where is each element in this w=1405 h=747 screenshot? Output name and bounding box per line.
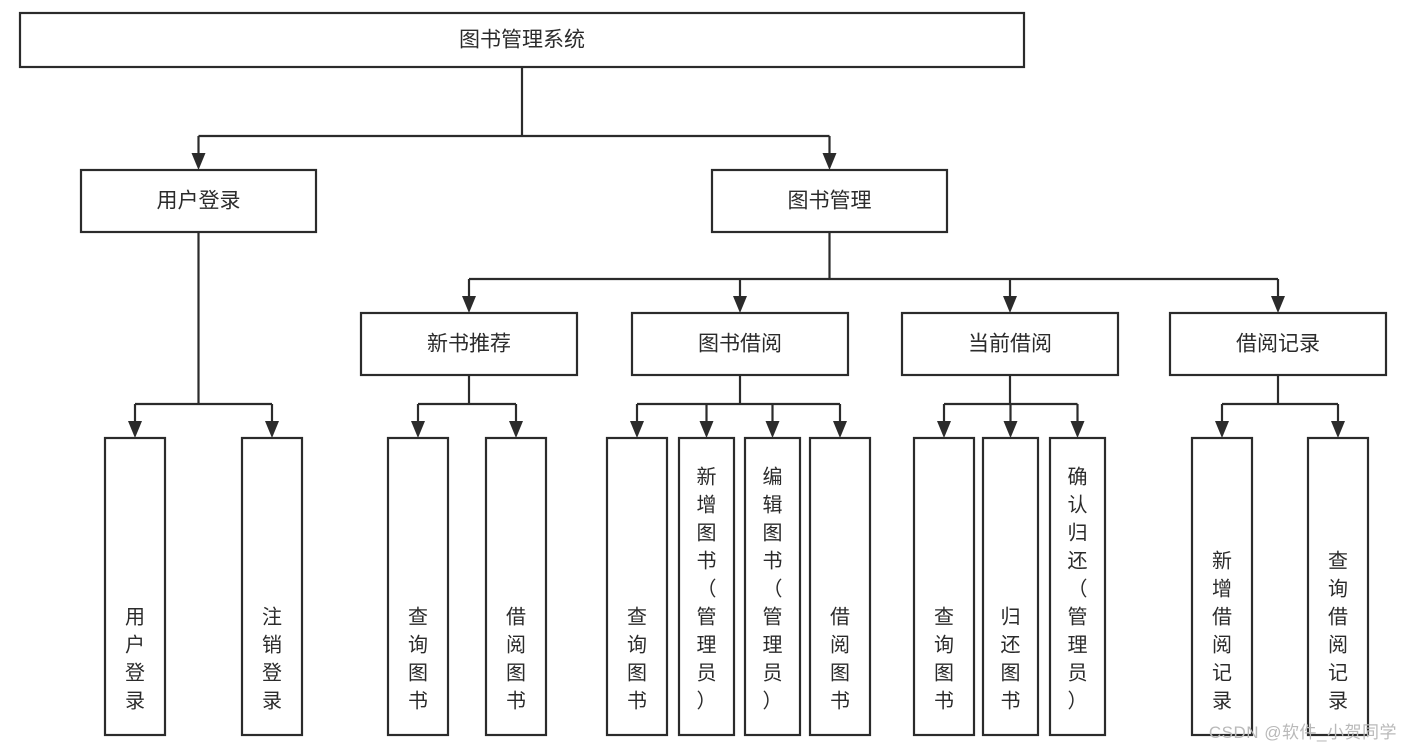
connector-group: [191, 67, 837, 170]
node-leaf-edit-book[interactable]: 编辑图书（管理员）: [743, 436, 802, 737]
node-label: 查询图书: [627, 605, 647, 712]
node-box[interactable]: [386, 436, 450, 737]
node-label: 查询图书: [934, 605, 954, 712]
node-label: 查询图书: [408, 605, 428, 712]
arrow-head: [509, 421, 523, 438]
node-box[interactable]: [981, 436, 1040, 737]
node-box[interactable]: [1306, 436, 1370, 737]
node-label: 借阅记录: [1236, 333, 1320, 356]
node-leaf-add-record[interactable]: 新增借阅记录: [1190, 436, 1254, 737]
node-leaf-query-book-1[interactable]: 查询图书: [386, 436, 450, 737]
connector-group: [128, 232, 279, 438]
connector-group: [411, 375, 523, 438]
node-box[interactable]: [912, 436, 976, 737]
node-label: 用户登录: [125, 606, 145, 712]
node-box[interactable]: [710, 168, 949, 234]
node-box[interactable]: [808, 436, 872, 737]
node-user-login[interactable]: 用户登录: [79, 168, 318, 234]
arrow-head: [265, 421, 279, 438]
node-label: 归还图书: [1001, 605, 1021, 712]
node-leaf-query-record[interactable]: 查询借阅记录: [1306, 436, 1370, 737]
node-leaf-borrow-book-1[interactable]: 借阅图书: [484, 436, 548, 737]
node-label: 用户登录: [157, 190, 241, 213]
node-label: 图书管理系统: [459, 29, 585, 52]
connector-group: [462, 232, 1285, 313]
node-leaf-add-book[interactable]: 新增图书（管理员）: [677, 436, 736, 737]
node-borrow-record[interactable]: 借阅记录: [1168, 311, 1388, 377]
node-leaf-borrow-book-2[interactable]: 借阅图书: [808, 436, 872, 737]
node-label: 编辑图书（管理员）: [763, 465, 783, 712]
node-leaf-return-book[interactable]: 归还图书: [981, 436, 1040, 737]
node-box[interactable]: [103, 436, 167, 737]
node-box[interactable]: [743, 436, 802, 737]
node-leaf-query-book-2[interactable]: 查询图书: [605, 436, 669, 737]
node-leaf-confirm-return[interactable]: 确认归还（管理员）: [1048, 436, 1107, 737]
node-box[interactable]: [18, 11, 1026, 69]
node-label: 新书推荐: [427, 333, 511, 356]
node-leaf-logout-login[interactable]: 注销登录: [240, 436, 304, 737]
arrow-head: [630, 421, 644, 438]
arrow-head: [1215, 421, 1229, 438]
node-label: 图书借阅: [698, 333, 782, 356]
node-book-borrow[interactable]: 图书借阅: [630, 311, 850, 377]
node-box[interactable]: [359, 311, 579, 377]
arrow-head: [733, 296, 747, 313]
node-label: 当前借阅: [968, 333, 1052, 356]
arrow-head: [1003, 421, 1018, 438]
arrow-head: [411, 421, 425, 438]
connector-group: [937, 375, 1085, 438]
arrow-head: [128, 421, 142, 438]
node-label: 借阅图书: [506, 605, 526, 712]
node-box[interactable]: [677, 436, 736, 737]
node-box[interactable]: [240, 436, 304, 737]
node-label: 图书管理: [788, 190, 872, 213]
node-box[interactable]: [1168, 311, 1388, 377]
arrow-head: [1271, 296, 1285, 313]
node-label: 查询借阅记录: [1328, 549, 1348, 712]
node-new-book-recommend[interactable]: 新书推荐: [359, 311, 579, 377]
node-current-borrow[interactable]: 当前借阅: [900, 311, 1120, 377]
arrow-head: [833, 421, 847, 438]
node-book-manage[interactable]: 图书管理: [710, 168, 949, 234]
connector-group: [1215, 375, 1345, 438]
arrow-head: [1070, 421, 1085, 438]
node-label: 新增图书（管理员）: [697, 465, 717, 712]
node-label: 确认归还（管理员）: [1068, 465, 1088, 712]
connector-group: [630, 375, 847, 438]
node-box[interactable]: [605, 436, 669, 737]
node-label: 注销登录: [262, 605, 282, 712]
node-box[interactable]: [1048, 436, 1107, 737]
node-box[interactable]: [1190, 436, 1254, 737]
node-leaf-user-login[interactable]: 用户登录: [103, 436, 167, 737]
arrow-head: [1003, 296, 1017, 313]
arrow-head: [765, 421, 780, 438]
arrow-head: [191, 153, 206, 170]
arrow-head: [699, 421, 714, 438]
arrow-head: [822, 153, 837, 170]
node-leaf-query-book-3[interactable]: 查询图书: [912, 436, 976, 737]
node-label: 借阅图书: [830, 605, 850, 712]
node-box[interactable]: [484, 436, 548, 737]
node-box[interactable]: [79, 168, 318, 234]
node-label: 新增借阅记录: [1212, 549, 1232, 712]
arrow-head: [937, 421, 951, 438]
arrow-head: [462, 296, 476, 313]
watermark-label: CSDN @软件_小贺同学: [1208, 723, 1397, 742]
node-box[interactable]: [900, 311, 1120, 377]
node-root[interactable]: 图书管理系统: [18, 11, 1026, 69]
arrow-head: [1331, 421, 1345, 438]
node-box[interactable]: [630, 311, 850, 377]
